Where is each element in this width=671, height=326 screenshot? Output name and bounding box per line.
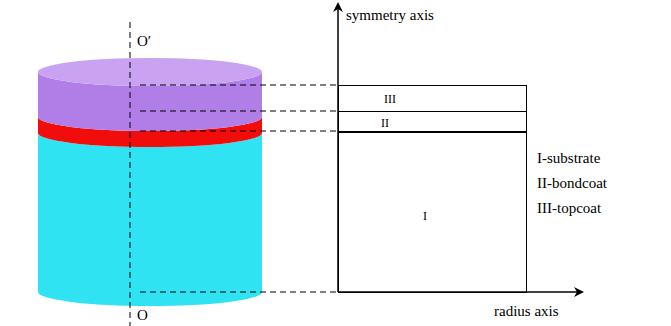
layer-key: II-bondcoat <box>537 176 607 191</box>
bondcoat-region: II <box>338 111 527 133</box>
point-label: O <box>137 308 148 323</box>
axis-line <box>130 22 131 326</box>
point-label: O′ <box>137 34 151 49</box>
topcoat-face <box>38 58 262 86</box>
projection-lines <box>140 85 338 292</box>
axis-label: radius axis <box>494 304 559 319</box>
axis-label: symmetry axis <box>346 8 434 23</box>
substrate-body <box>38 133 262 306</box>
region-numeral: II <box>381 117 389 129</box>
region-numeral: I <box>423 210 427 222</box>
topcoat-region: III <box>338 85 527 112</box>
substrate-region: I <box>338 131 527 293</box>
region-numeral: III <box>384 93 396 105</box>
layer-key: I-substrate <box>537 151 600 166</box>
layer-key: III-topcoat <box>537 201 601 216</box>
